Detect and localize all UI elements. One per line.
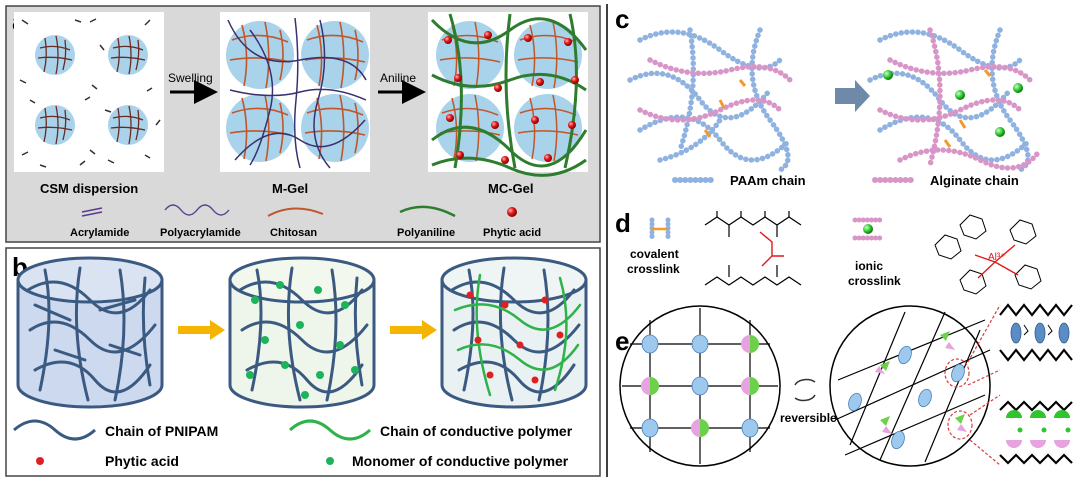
- legend-alginate-chain: Alginate chain: [930, 173, 1019, 188]
- al-ion-label: Al³⁺: [988, 252, 1006, 263]
- covalent-structure: [704, 211, 802, 286]
- reversible-label: reversible: [780, 411, 837, 425]
- alginate-network: [867, 27, 1043, 173]
- csm-spheres: [19, 18, 161, 168]
- panel-c-arrow: [835, 80, 870, 112]
- panel-b-frame: [5, 247, 601, 477]
- panel-b: b: [5, 247, 601, 477]
- panel-b-arrow-2-head: [422, 320, 437, 340]
- legend-chain-pnipam: Chain of PNIPAM: [105, 423, 218, 439]
- ionic-label-2: crosslink: [848, 274, 901, 288]
- covalent-structure-red: [759, 231, 784, 267]
- caption-mc-gel: MC-Gel: [488, 181, 534, 196]
- csm-dispersion-image: [14, 12, 164, 172]
- legend-monomer: Monomer of conductive polymer: [352, 453, 569, 469]
- panel-b-arrow-1-head: [210, 320, 225, 340]
- zoom-inset-covalent: [999, 303, 1073, 362]
- ionic-icon: [852, 217, 883, 241]
- ionic-structure-red: [974, 244, 1019, 279]
- ionic-label-1: ionic: [855, 259, 883, 273]
- panel-a-legend: Acrylamide Polyacrylamide Chitosan Polya…: [70, 204, 541, 239]
- zoom-lines: [967, 304, 1001, 466]
- swelling-label: Swelling: [168, 71, 213, 85]
- legend-acrylamide: Acrylamide: [70, 227, 129, 239]
- covalent-label-2: crosslink: [627, 262, 680, 276]
- panel-e: e reversible: [615, 303, 1073, 467]
- panel-a: a Swelling: [5, 5, 601, 243]
- monomer-cylinder: [228, 256, 376, 409]
- panel-d: d covalent crosslink ionic crosslink: [615, 208, 1042, 295]
- panel-c-letter: c: [615, 4, 629, 34]
- aniline-label: Aniline: [380, 71, 416, 85]
- legend-phytic-acid-b: Phytic acid: [105, 453, 179, 469]
- caption-m-gel: M-Gel: [272, 181, 308, 196]
- caption-csm-dispersion: CSM dispersion: [40, 181, 138, 196]
- panel-c-legend: PAAm chain Alginate chain: [672, 173, 1019, 188]
- legend-polyacrylamide: Polyacrylamide: [160, 227, 241, 239]
- network-circle-left: [619, 305, 781, 467]
- m-gel-spheres: [226, 17, 369, 169]
- conductive-cylinder: [440, 256, 588, 409]
- panel-d-letter: d: [615, 208, 631, 238]
- ionic-structure: [934, 214, 1042, 295]
- legend-polyaniline: Polyaniline: [397, 227, 455, 239]
- alginate-green-ions: [883, 70, 1023, 137]
- alginate-orange-links: [943, 69, 992, 148]
- zoom-highlight-bottom: [947, 410, 973, 440]
- pnipam-cylinder: [16, 256, 164, 409]
- legend-chitosan: Chitosan: [270, 227, 317, 239]
- zoom-highlight-top: [944, 358, 970, 388]
- legend-chain-conductive: Chain of conductive polymer: [380, 423, 573, 439]
- zoom-inset-ionic: [999, 400, 1073, 465]
- reversible-arrows: [794, 378, 816, 402]
- legend-paam-chain: PAAm chain: [730, 173, 806, 188]
- panel-b-legend: Chain of PNIPAM Chain of conductive poly…: [13, 419, 573, 469]
- paam-orange-links: [703, 79, 747, 138]
- covalent-icon: [649, 217, 671, 241]
- covalent-label-1: covalent: [630, 247, 679, 261]
- network-circle-right: [829, 305, 991, 467]
- panel-e-letter: e: [615, 326, 629, 356]
- legend-phytic-acid: Phytic acid: [483, 227, 541, 239]
- paam-network: [627, 27, 793, 173]
- mc-gel-spheres: [430, 13, 588, 177]
- panel-c: c PAA: [615, 4, 1043, 188]
